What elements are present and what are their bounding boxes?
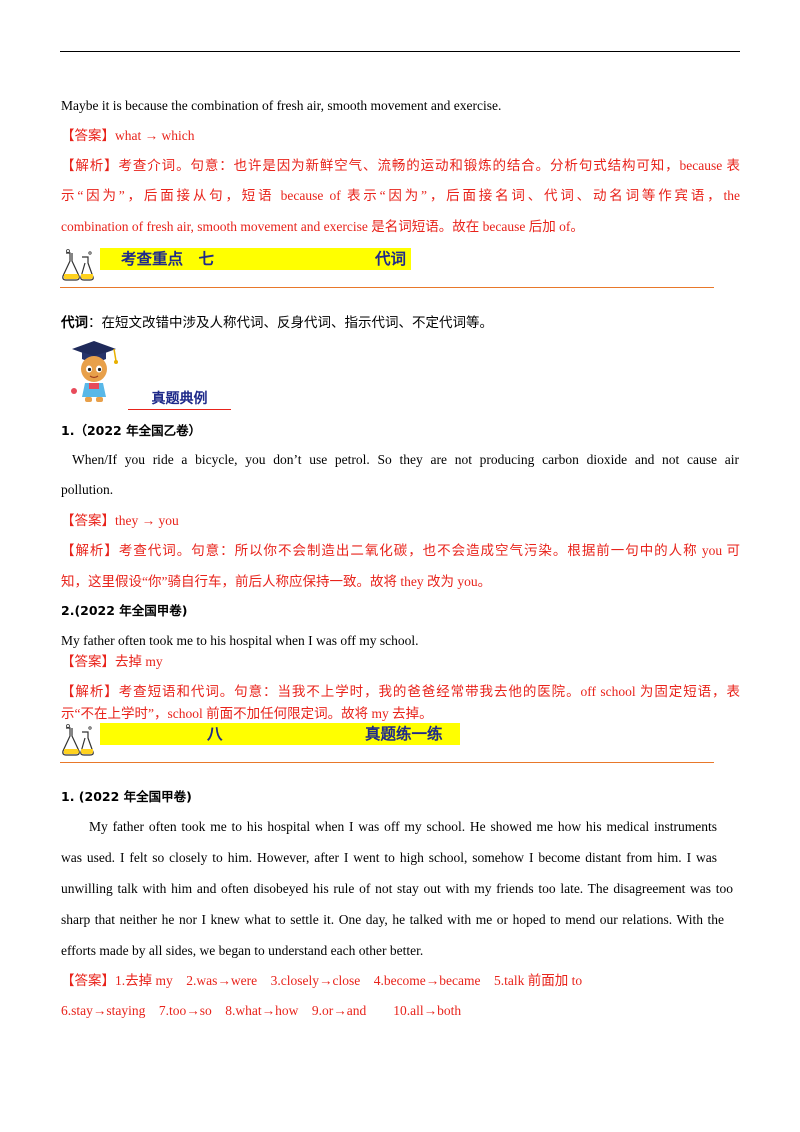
- q1-answer: 【答案】they → you: [61, 513, 179, 528]
- practice-line: My father often took me to his hospital …: [89, 819, 717, 834]
- practice-line: was used. I felt so closely to him. Howe…: [61, 850, 717, 865]
- practice-line: efforts made by all sides, we began to u…: [61, 943, 424, 958]
- q2-sentence: My father often took me to his hospital …: [61, 633, 419, 648]
- q2-analysis-line-1: 【解析】考查短语和代词。句意：当我不上学时，我的爸爸经常带我去他的医院。off …: [61, 684, 740, 699]
- section-7-rule: [60, 287, 714, 288]
- intro-answer: 【答案】what → which: [61, 128, 195, 143]
- q2-analysis-line-2: 示“不在上学时”，school 前面不加任何限定词。故将 my 去掉。: [61, 706, 433, 721]
- q2-heading: 2.(2022 年全国甲卷): [61, 603, 188, 618]
- section-8-highlight: [100, 723, 460, 745]
- section-8-rule: [60, 762, 714, 763]
- q1-analysis-line-1: 【解析】考查代词。句意：所以你不会制造出二氧化碳，也不会造成空气污染。根据前一句…: [61, 543, 740, 558]
- practice-line: unwilling talk with him and often disobe…: [61, 881, 733, 896]
- practice-line: sharp that neither he nor I knew what to…: [61, 912, 724, 927]
- section-7-topic: 代词: [375, 250, 407, 268]
- pronoun-intro: 代词：在短文改错中涉及人称代词、反身代词、指示代词、不定代词等。: [61, 314, 493, 332]
- intro-analysis-line-1: 【解析】考查介词。句意：也许是因为新鲜空气、流畅的运动和锻炼的结合。分析句式结构…: [61, 158, 740, 173]
- zhenti-label: 真题典例: [128, 390, 231, 410]
- intro-sentence: Maybe it is because the combination of f…: [61, 98, 502, 113]
- header-rule: [60, 51, 740, 52]
- practice-answer-line-2: 6.stay→staying 7.too→so 8.what→how 9.or→…: [61, 1003, 462, 1018]
- section-8-title: 真题练一练: [365, 725, 443, 743]
- q2-answer: 【答案】去掉 my: [61, 654, 163, 669]
- section-7-highlight: [100, 248, 411, 270]
- lab-flask-icon: [62, 249, 94, 281]
- intro-analysis-line-3: combination of fresh air, smooth movemen…: [61, 219, 584, 234]
- practice-heading: 1. (2022 年全国甲卷): [61, 789, 192, 804]
- graduate-mascot-icon: [71, 341, 118, 402]
- intro-analysis-line-2: 示“因为”，后面接从句，短语 because of 表示“因为”，后面接名词、代…: [61, 188, 740, 203]
- lab-flask-icon: [62, 724, 94, 756]
- pronoun-term: 代词: [61, 315, 88, 330]
- q1-sentence-line-2: pollution.: [61, 482, 114, 497]
- section-8-number: 八: [207, 725, 223, 743]
- practice-answer-line-1: 【答案】1.去掉 my 2.was→were 3.closely→close 4…: [61, 973, 583, 988]
- pronoun-description: ：在短文改错中涉及人称代词、反身代词、指示代词、不定代词等。: [88, 315, 493, 330]
- q1-sentence-line-1: When/If you ride a bicycle, you don’t us…: [72, 452, 739, 467]
- q1-analysis-line-2: 知，这里假设“你”骑自行车，前后人称应保持一致。故将 they 改为 you。: [61, 574, 492, 589]
- section-7-title: 考查重点 七: [121, 250, 215, 268]
- q1-heading: 1.（2022 年全国乙卷）: [61, 423, 202, 438]
